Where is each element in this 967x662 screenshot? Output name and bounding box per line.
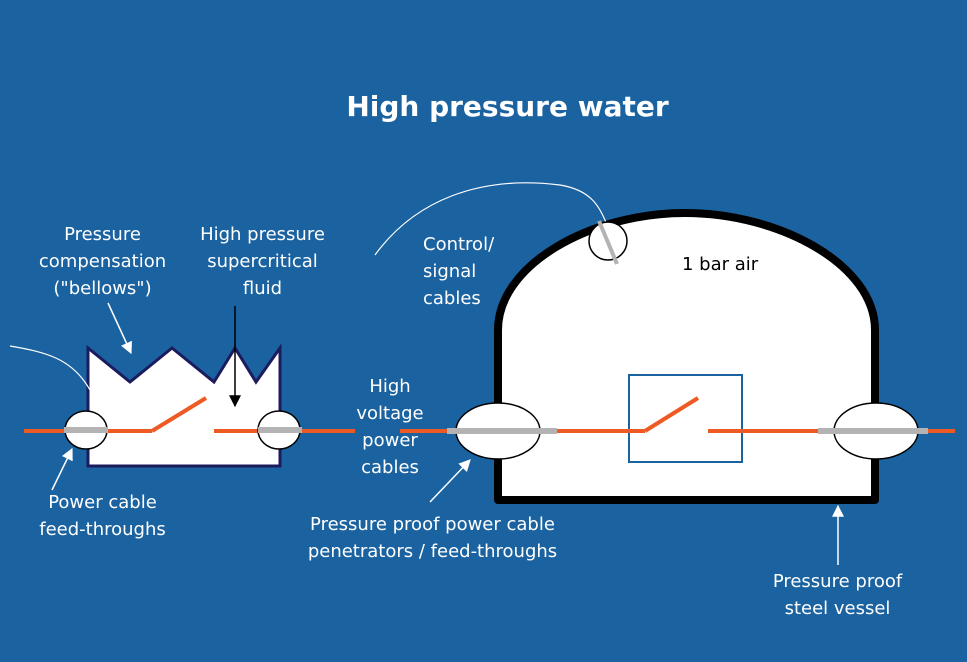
- label-steel-vessel: Pressure proof steel vessel: [772, 571, 903, 619]
- diagram-title: High pressure water: [346, 90, 669, 123]
- bellows-box: [86, 343, 282, 468]
- steel-vessel: [494, 209, 879, 504]
- arrow-bellows: [107, 302, 132, 355]
- label-control-signal-cables: Control/ signal cables: [423, 234, 495, 309]
- switch-blade-vessel: [643, 396, 700, 433]
- feedthrough-left-1: [64, 410, 108, 450]
- bellows-lead-line: [9, 345, 91, 391]
- label-hv-power-cables: High voltage power cables: [356, 376, 424, 478]
- arrow-feedthrough: [51, 447, 73, 491]
- arrow-penetrator: [429, 459, 471, 503]
- penetrator-left: [447, 402, 557, 460]
- label-bar-air: 1 bar air: [682, 254, 759, 275]
- switch-box: [628, 374, 743, 463]
- label-penetrators: Pressure proof power cable penetrators /…: [307, 514, 558, 562]
- signal-penetrator: [588, 220, 628, 265]
- feedthrough-left-2: [257, 410, 302, 450]
- label-power-cable-feedthroughs: Power cable feed-throughs: [39, 492, 166, 540]
- signal-cable-line: [374, 182, 609, 256]
- penetrator-right: [818, 402, 928, 460]
- switch-blade-left: [150, 396, 208, 433]
- label-supercritical-fluid: High pressure supercritical fluid: [200, 224, 325, 299]
- label-pressure-compensation: Pressure compensation ("bellows"): [38, 224, 167, 299]
